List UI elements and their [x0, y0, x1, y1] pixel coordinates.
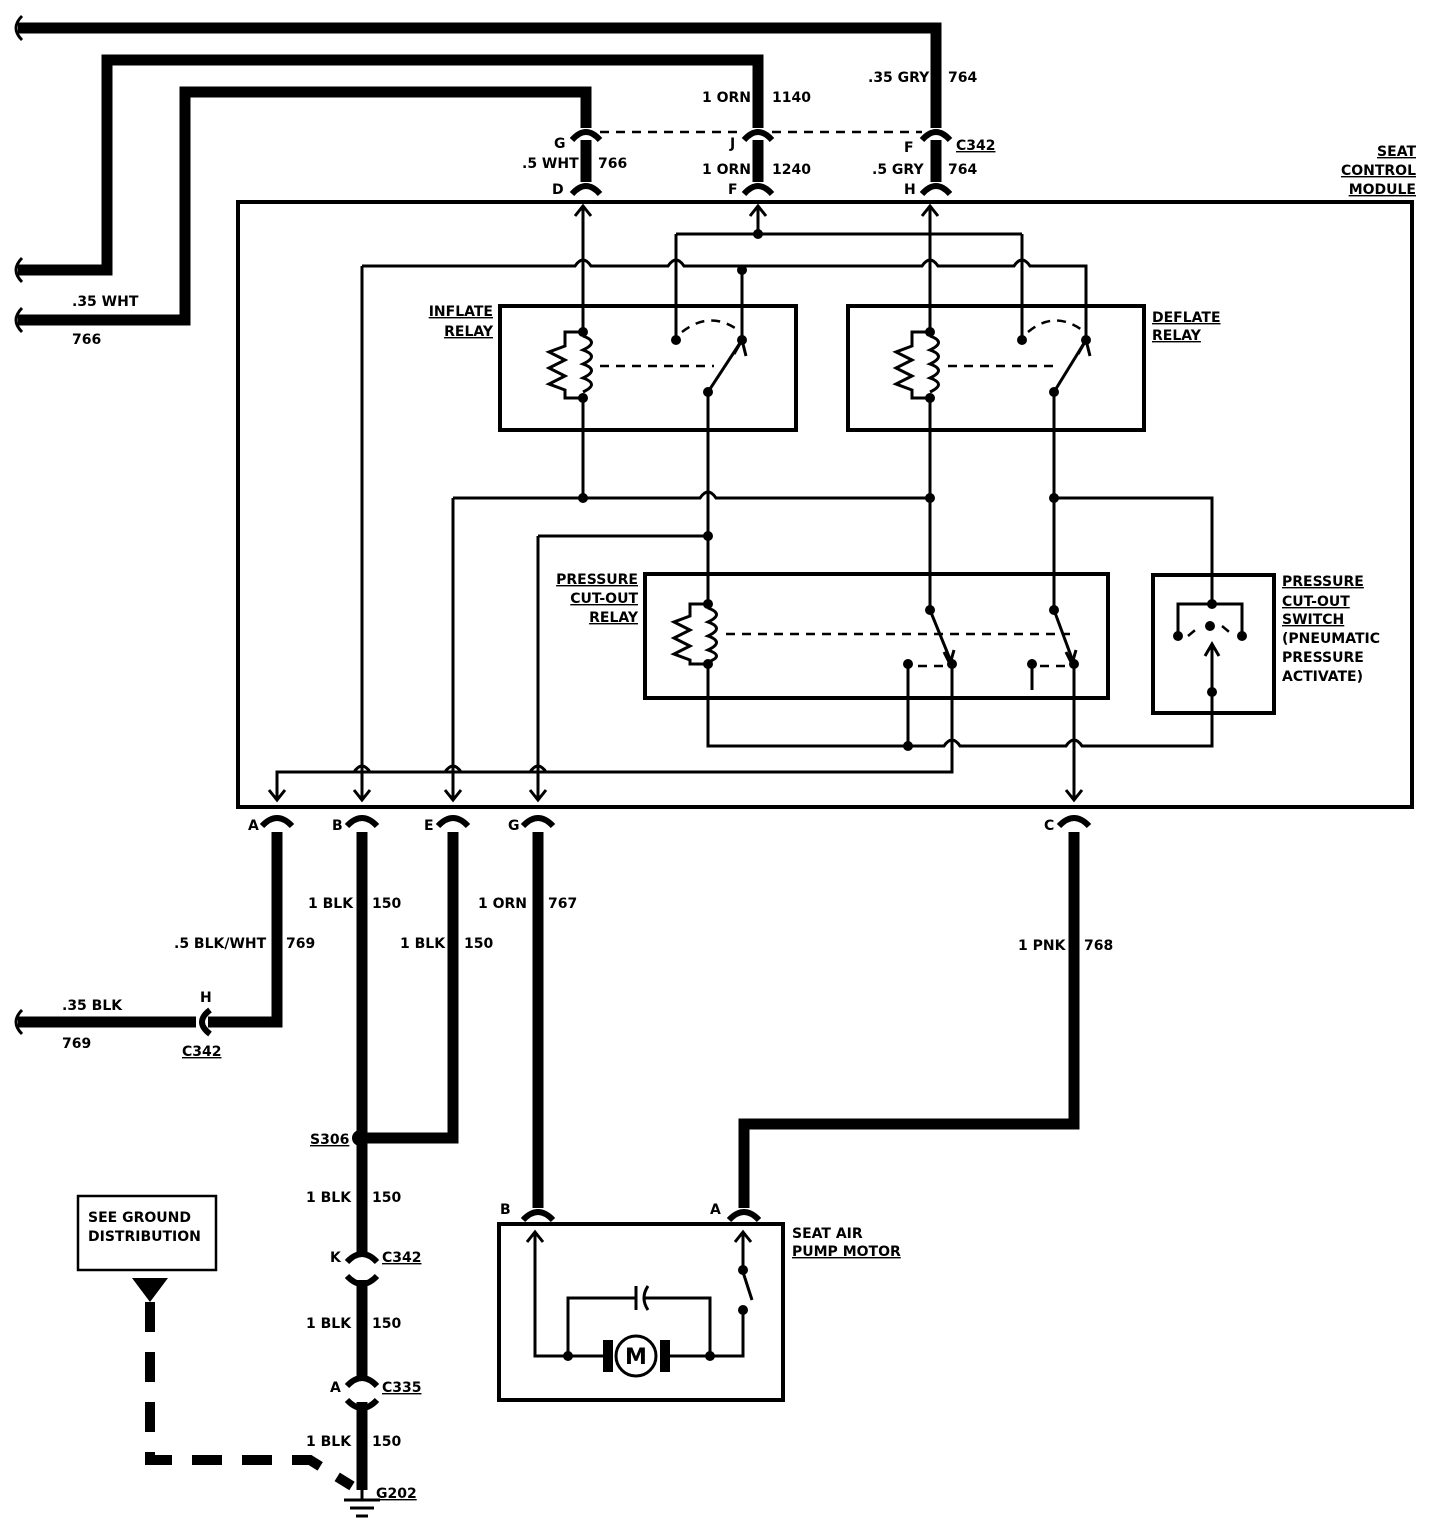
svg-text:CUT-OUT: CUT-OUT [570, 591, 638, 607]
pin-label: A [710, 1202, 721, 1218]
bottom-wire-labels: .5 BLK/WHT 769 1 BLK 150 1 BLK 150 1 ORN… [62, 896, 1113, 1060]
pin-label: G [554, 136, 566, 152]
pin-label: F [904, 140, 914, 156]
connector-label: C342 [382, 1250, 422, 1266]
pin-label: E [424, 818, 434, 834]
wire-label: 1 BLK [306, 1434, 352, 1450]
seat-air-pump-motor: M [497, 1222, 785, 1402]
wire-label: 1 BLK [306, 1316, 352, 1332]
circuit-label: 150 [372, 1434, 401, 1450]
circuit-label: 1140 [772, 90, 811, 106]
svg-text:CONTROL: CONTROL [1341, 163, 1416, 179]
svg-text:SEAT AIR: SEAT AIR [792, 1226, 863, 1242]
wire-label: .35 WHT [72, 294, 139, 310]
junction-dots [578, 229, 1217, 751]
svg-text:DEFLATE: DEFLATE [1152, 310, 1221, 326]
svg-text:PRESSURE: PRESSURE [556, 572, 638, 588]
seat-control-module-title: SEAT CONTROL MODULE [1341, 144, 1416, 198]
wire-label: .5 BLK/WHT [174, 936, 267, 952]
svg-text:SEAT: SEAT [1377, 144, 1416, 160]
svg-text:PRESSURE: PRESSURE [1282, 650, 1364, 666]
pressure-cutout-relay-label: PRESSURE CUT-OUT RELAY [556, 572, 639, 626]
wire-label: 1 ORN [702, 162, 751, 178]
svg-text:(PNEUMATIC: (PNEUMATIC [1282, 631, 1380, 647]
svg-text:PUMP MOTOR: PUMP MOTOR [792, 1244, 901, 1260]
module-internal-wiring [267, 203, 1214, 803]
svg-text:MODULE: MODULE [1349, 182, 1416, 198]
svg-text:DISTRIBUTION: DISTRIBUTION [88, 1229, 201, 1245]
seat-air-pump-motor-label: B A SEAT AIR PUMP MOTOR [500, 1202, 901, 1260]
wire-label: 1 ORN [478, 896, 527, 912]
circuit-label: 764 [948, 162, 977, 178]
pin-label: F [728, 182, 738, 198]
pin-label: B [332, 818, 343, 834]
circuit-label: 769 [62, 1036, 91, 1052]
circuit-label: 767 [548, 896, 577, 912]
circuit-label: 150 [464, 936, 493, 952]
ground-label: G202 [376, 1486, 417, 1502]
wire-label: 1 BLK [400, 936, 446, 952]
splice-label: S306 [310, 1132, 349, 1148]
svg-text:RELAY: RELAY [589, 610, 639, 626]
svg-text:CUT-OUT: CUT-OUT [1282, 594, 1350, 610]
circuit-label: 150 [372, 1190, 401, 1206]
ground-path-labels: S306 1 BLK 150 K C342 1 BLK 150 A C335 1… [306, 1132, 422, 1502]
svg-text:RELAY: RELAY [444, 324, 494, 340]
circuit-label: 768 [1084, 938, 1113, 954]
wire-label: 1 BLK [308, 896, 354, 912]
deflate-relay [846, 304, 1146, 432]
wire-label: 1 PNK [1018, 938, 1067, 954]
wire-label: 1 ORN [702, 90, 751, 106]
pin-label: A [330, 1380, 341, 1396]
motor-symbol: M [625, 1345, 647, 1370]
bottom-connectors: A B E G C [248, 815, 1092, 834]
wire-label: .5 GRY [872, 162, 924, 178]
circuit-label: 766 [72, 332, 101, 348]
connector-label: C335 [382, 1380, 422, 1396]
pressure-cutout-relay [643, 572, 1110, 700]
svg-text:SWITCH: SWITCH [1282, 612, 1344, 628]
top-harness-wires [14, 14, 942, 334]
pin-label: A [248, 818, 259, 834]
circuit-label: 764 [948, 70, 977, 86]
connector-label: C342 [956, 138, 996, 154]
pin-label: K [330, 1250, 342, 1266]
inflate-relay [498, 304, 798, 432]
wire-label: 1 BLK [306, 1190, 352, 1206]
svg-text:RELAY: RELAY [1152, 328, 1202, 344]
svg-text:SEE GROUND: SEE GROUND [88, 1210, 191, 1226]
circuit-label: 150 [372, 1316, 401, 1332]
connector-label: C342 [182, 1044, 222, 1060]
c342-top-connector [569, 129, 953, 197]
circuit-label: 1240 [772, 162, 811, 178]
top-wire-labels: .35 WHT 766 G .5 WHT 766 D J 1 ORN 1140 … [72, 70, 996, 348]
wire-label: .35 BLK [62, 998, 123, 1014]
deflate-relay-label: DEFLATE RELAY [1152, 310, 1221, 344]
pin-label: D [552, 182, 564, 198]
inflate-relay-label: INFLATE RELAY [429, 304, 494, 340]
circuit-label: 769 [286, 936, 315, 952]
pin-label: G [508, 818, 520, 834]
pressure-cutout-switch-label: PRESSURE CUT-OUT SWITCH (PNEUMATIC PRESS… [1282, 574, 1380, 685]
pin-label: J [729, 136, 735, 152]
ground-distribution-reference: SEE GROUND DISTRIBUTION [76, 1194, 355, 1491]
wire-label: .5 WHT [522, 156, 579, 172]
pin-label: H [904, 182, 916, 198]
svg-text:INFLATE: INFLATE [429, 304, 493, 320]
pin-label: H [200, 990, 212, 1006]
seat-control-module-box [236, 200, 1414, 809]
circuit-label: 150 [372, 896, 401, 912]
wire-label: .35 GRY [868, 70, 930, 86]
circuit-label: 766 [598, 156, 627, 172]
pin-label: C [1044, 818, 1054, 834]
bottom-harness-wires [14, 832, 1080, 1518]
svg-text:ACTIVATE): ACTIVATE) [1282, 669, 1363, 685]
pin-label: B [500, 1202, 511, 1218]
svg-text:PRESSURE: PRESSURE [1282, 574, 1364, 590]
pressure-cutout-switch [1151, 573, 1276, 715]
